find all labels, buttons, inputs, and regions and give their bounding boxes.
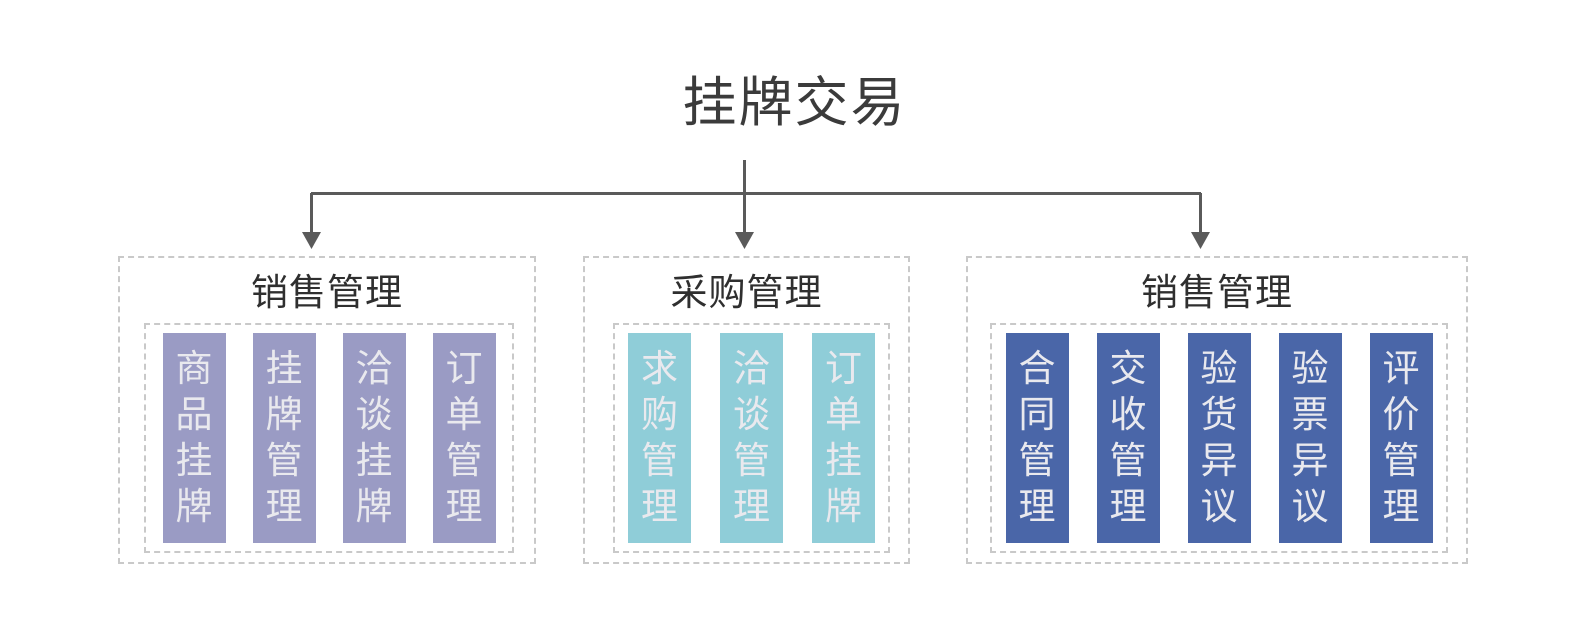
chip-char: 理 <box>733 485 770 528</box>
item-chip[interactable]: 订 单 管 理 <box>432 333 496 543</box>
chip-char: 谈 <box>355 393 393 436</box>
chip-char: 品 <box>175 393 213 436</box>
item-chip[interactable]: 求 购 管 理 <box>628 333 691 543</box>
group-heading: 采购管理 <box>670 271 823 314</box>
chip-char: 票 <box>1291 393 1329 436</box>
chip-char: 理 <box>1018 485 1056 528</box>
chip-char: 理 <box>1382 485 1420 528</box>
chip-char: 管 <box>733 439 770 482</box>
chip-char: 洽 <box>355 347 393 390</box>
item-chip[interactable]: 洽 谈 挂 牌 <box>342 333 406 543</box>
chip-char: 订 <box>445 347 483 390</box>
chip-char: 单 <box>445 393 483 436</box>
item-chip[interactable]: 商 品 挂 牌 <box>162 333 226 543</box>
chip-char: 理 <box>445 485 483 528</box>
chip-char: 理 <box>641 485 678 528</box>
chip-char: 管 <box>1109 439 1147 482</box>
chip-char: 购 <box>641 393 678 436</box>
item-chip[interactable]: 交 收 管 理 <box>1096 333 1160 543</box>
chip-char: 管 <box>1018 439 1056 482</box>
chip-char: 交 <box>1109 347 1147 390</box>
group-heading: 销售管理 <box>251 271 403 314</box>
chip-char: 管 <box>445 439 483 482</box>
chip-char: 异 <box>1291 439 1329 482</box>
chip-char: 合 <box>1018 347 1056 390</box>
chip-char: 订 <box>825 347 862 390</box>
item-chip[interactable]: 订 单 挂 牌 <box>812 333 875 543</box>
chip-char: 同 <box>1018 393 1056 436</box>
chip-char: 挂 <box>175 439 213 482</box>
chip-char: 评 <box>1382 347 1420 390</box>
group-heading: 销售管理 <box>1141 271 1293 314</box>
chip-char: 价 <box>1382 393 1420 436</box>
chip-char: 求 <box>641 347 678 390</box>
chip-char: 议 <box>1291 485 1329 528</box>
chip-char: 牌 <box>175 485 213 528</box>
page-title: 挂牌交易 <box>682 71 907 134</box>
group-sales-management-2[interactable]: 销售管理 合 同 管 理 交 收 管 理 验 货 异 议 验 票 <box>966 256 1468 564</box>
item-chip[interactable]: 验 货 异 议 <box>1187 333 1251 543</box>
chip-char: 理 <box>1109 485 1147 528</box>
group-sales-management-1[interactable]: 销售管理 商 品 挂 牌 挂 牌 管 理 洽 谈 挂 牌 订 单 <box>118 256 536 564</box>
item-chip[interactable]: 洽 谈 管 理 <box>720 333 783 543</box>
item-chip[interactable]: 合 同 管 理 <box>1005 333 1069 543</box>
chip-char: 管 <box>641 439 678 482</box>
item-chip[interactable]: 挂 牌 管 理 <box>252 333 316 543</box>
connector-tree <box>302 160 1210 249</box>
chip-char: 验 <box>1291 347 1329 390</box>
chip-char: 挂 <box>825 439 862 482</box>
item-chip[interactable]: 验 票 异 议 <box>1278 333 1342 543</box>
chip-char: 牌 <box>825 485 862 528</box>
chip-char: 商 <box>175 347 213 390</box>
chip-char: 收 <box>1109 393 1147 436</box>
chip-char: 管 <box>1382 439 1420 482</box>
group-items-container: 求 购 管 理 洽 谈 管 理 订 单 挂 牌 <box>613 323 890 553</box>
item-chip[interactable]: 评 价 管 理 <box>1369 333 1433 543</box>
chip-char: 谈 <box>733 393 770 436</box>
chip-char: 洽 <box>733 347 770 390</box>
chip-char: 异 <box>1200 439 1238 482</box>
chip-char: 挂 <box>355 439 393 482</box>
chip-char: 牌 <box>265 393 303 436</box>
group-items-container: 商 品 挂 牌 挂 牌 管 理 洽 谈 挂 牌 订 单 管 理 <box>144 323 514 553</box>
chip-char: 挂 <box>265 347 303 390</box>
chip-char: 验 <box>1200 347 1238 390</box>
chip-char: 议 <box>1200 485 1238 528</box>
chip-char: 货 <box>1200 393 1238 436</box>
chip-char: 理 <box>265 485 303 528</box>
chip-char: 单 <box>825 393 862 436</box>
group-items-container: 合 同 管 理 交 收 管 理 验 货 异 议 验 票 异 议 <box>990 323 1448 553</box>
chip-char: 牌 <box>355 485 393 528</box>
chip-char: 管 <box>265 439 303 482</box>
group-procurement-management[interactable]: 采购管理 求 购 管 理 洽 谈 管 理 订 单 挂 牌 <box>583 256 910 564</box>
